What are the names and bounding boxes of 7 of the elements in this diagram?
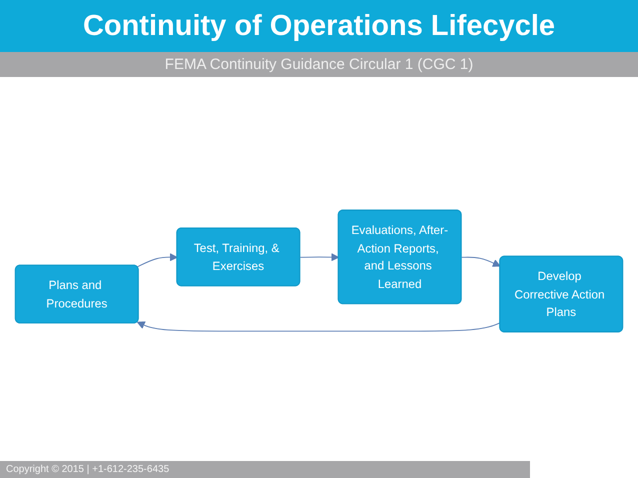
- title: Continuity of Operations Lifecycle: [82, 10, 556, 42]
- subtitle: FEMA Continuity Guidance Circular 1 (CGC 1): [164, 56, 474, 73]
- arrow: [136, 321, 501, 332]
- arrow: [461, 256, 501, 267]
- arrow: [136, 253, 178, 268]
- arrow: [300, 253, 340, 262]
- footer-text: Copyright © 2015 | +1-612-235-6435: [5, 464, 170, 475]
